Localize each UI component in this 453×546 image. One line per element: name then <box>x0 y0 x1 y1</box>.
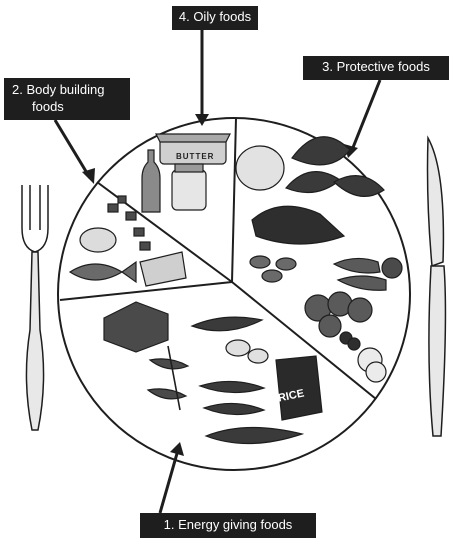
potato-icon <box>226 340 250 356</box>
jar-icon <box>172 170 206 210</box>
fork-icon <box>22 185 48 430</box>
label-body-line2: foods <box>12 98 124 115</box>
knife-icon <box>428 138 446 436</box>
label-protective-foods: 3. Protective foods <box>303 56 449 80</box>
egg-icon <box>108 204 118 212</box>
label-body-line1: 2. Body building <box>12 82 105 97</box>
butter-label: BUTTER <box>176 152 214 161</box>
label-body-building-foods: 2. Body building foods <box>4 78 130 120</box>
label-energy-giving-foods: 1. Energy giving foods <box>140 513 316 538</box>
label-oily-foods: 4. Oily foods <box>172 6 258 30</box>
pumpkin-icon <box>236 146 284 190</box>
chicken-icon <box>80 228 116 252</box>
